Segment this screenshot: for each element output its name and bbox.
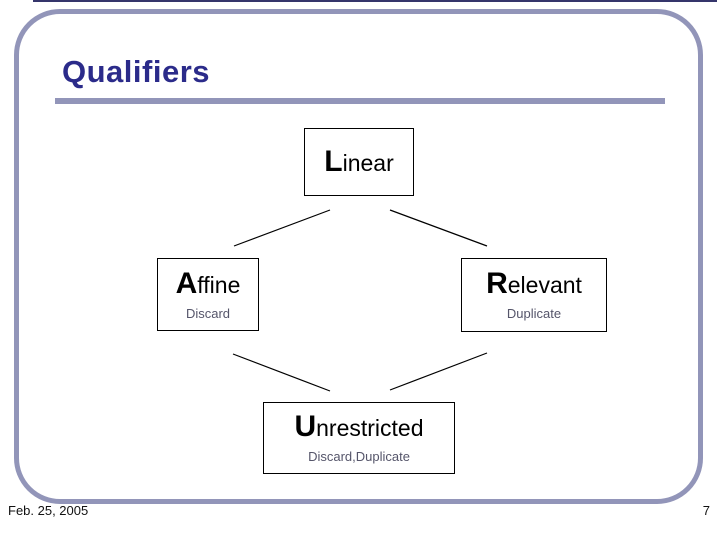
node-unrestricted-sublabel: Discard,Duplicate (308, 449, 410, 464)
node-linear-rest: inear (342, 150, 394, 176)
node-unrestricted: Unrestricted Discard,Duplicate (263, 402, 455, 474)
page-number: 7 (702, 503, 710, 518)
node-unrestricted-rest: nrestricted (316, 415, 424, 441)
node-affine-sublabel: Discard (185, 305, 231, 321)
node-relevant-initial: R (486, 267, 508, 300)
node-unrestricted-label: Unrestricted (294, 412, 423, 442)
footer-date: Feb. 25, 2005 (8, 503, 89, 518)
node-affine-initial: A (175, 266, 198, 300)
node-relevant-rest: elevant (507, 272, 582, 298)
slide-title: Qualifiers (62, 54, 210, 89)
slide-border-frame (14, 9, 703, 504)
top-accent-line (33, 0, 717, 2)
node-unrestricted-initial: U (294, 410, 317, 443)
node-linear: Linear (304, 128, 414, 196)
node-linear-label: Linear (324, 147, 393, 177)
node-linear-initial: L (324, 145, 343, 178)
node-affine-rest: ffine (197, 271, 241, 298)
node-relevant-sublabel: Duplicate (506, 306, 562, 321)
node-relevant: Relevant Duplicate (461, 258, 607, 332)
node-affine-label: Affine (175, 266, 241, 300)
title-underline (55, 98, 665, 104)
node-relevant-label: Relevant (486, 269, 582, 299)
node-affine: Affine Discard (157, 258, 259, 331)
